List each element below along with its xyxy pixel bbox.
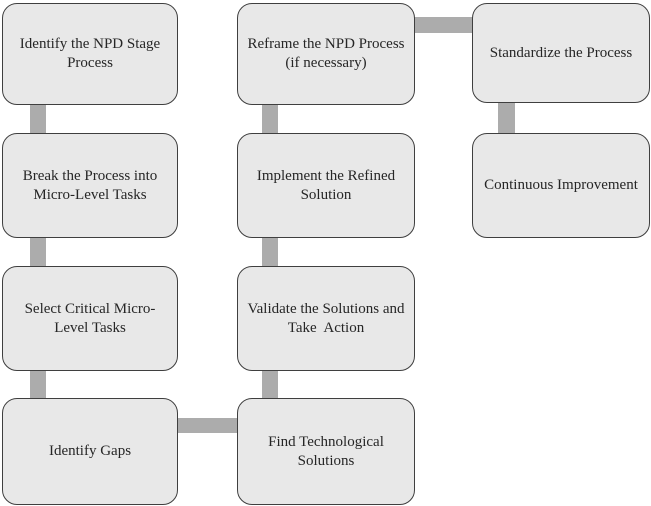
connector-reframe-to-standardize — [410, 17, 476, 33]
flow-box-label: Identify Gaps — [48, 443, 132, 460]
flow-box-label: Standardize the Process — [489, 44, 633, 61]
connector-break-process-to-select-tasks — [30, 231, 46, 273]
flow-box-identify-npd-stage-process: Identify the NPD Stage Process — [2, 3, 178, 105]
connector-find-solutions-to-validate — [262, 364, 278, 406]
flow-box-find-technological-solutions: Find Technological Solutions — [237, 398, 415, 505]
flow-box-label: Select Critical Micro- Level Tasks — [24, 300, 156, 336]
flow-box-reframe-npd-process: Reframe the NPD Process (if necessary) — [237, 3, 415, 105]
connector-implement-to-reframe — [262, 98, 278, 140]
connector-validate-to-implement — [262, 231, 278, 273]
flow-box-select-critical-micro-tasks: Select Critical Micro- Level Tasks — [2, 266, 178, 371]
flow-box-label: Continuous Improvement — [484, 177, 638, 194]
flow-box-implement-refined-solution: Implement the Refined Solution — [237, 133, 415, 238]
connector-select-tasks-to-identify-gaps — [30, 364, 46, 406]
flow-box-label: Break the Process into Micro-Level Tasks — [22, 167, 158, 203]
flow-box-identify-gaps: Identify Gaps — [2, 398, 178, 505]
connector-identify-stage-to-break-process — [30, 98, 46, 140]
connector-standardize-to-continuous — [498, 98, 515, 138]
flow-box-break-process-into-micro-tasks: Break the Process into Micro-Level Tasks — [2, 133, 178, 238]
flow-box-label: Implement the Refined Solution — [256, 167, 396, 203]
flow-box-standardize-process: Standardize the Process — [472, 3, 650, 103]
flow-box-continuous-improvement: Continuous Improvement — [472, 133, 650, 238]
flow-box-validate-solutions-take-action: Validate the Solutions and Take Action — [237, 266, 415, 371]
flow-box-label: Reframe the NPD Process (if necessary) — [247, 36, 405, 71]
flow-box-label: Find Technological Solutions — [268, 433, 384, 469]
flow-box-label: Identify the NPD Stage Process — [19, 36, 161, 71]
connector-identify-gaps-to-find-solutions — [172, 418, 242, 433]
flow-box-label: Validate the Solutions and Take Action — [247, 300, 405, 336]
